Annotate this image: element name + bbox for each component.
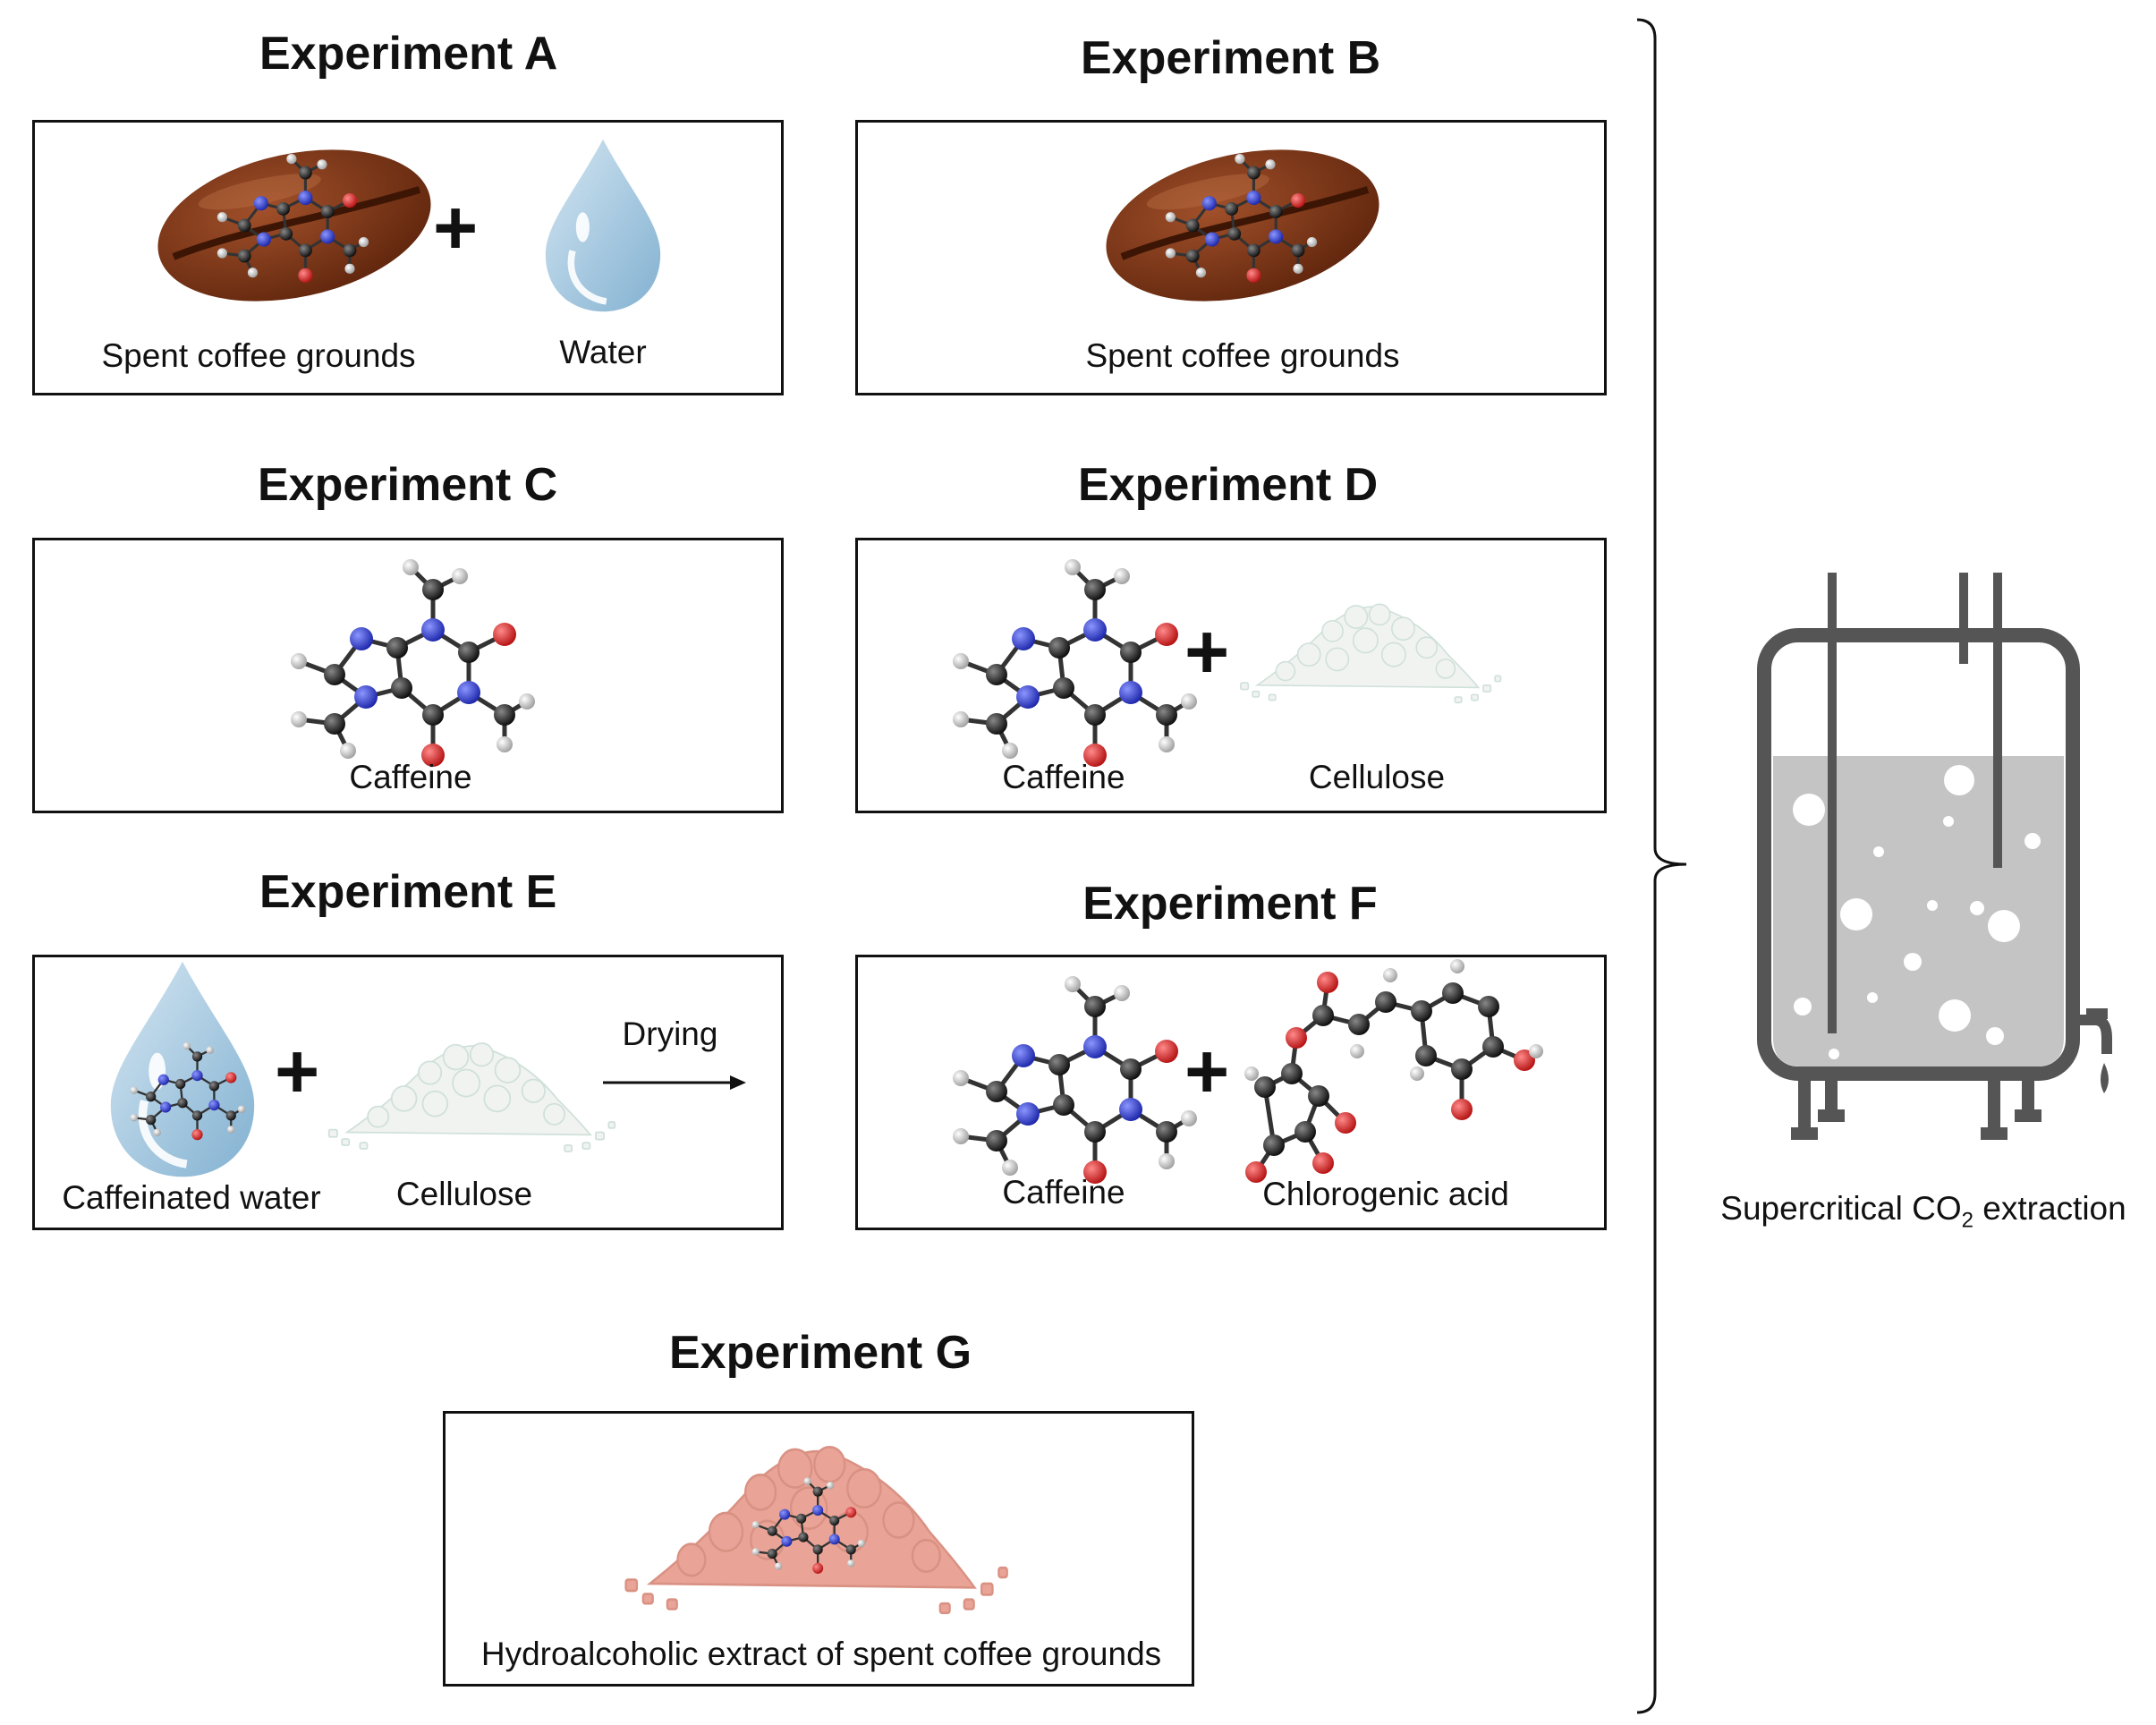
caffeine-label: Caffeine <box>1002 759 1125 795</box>
experiment-e-title: Experiment E <box>259 866 557 918</box>
plus-sign: + <box>433 185 479 271</box>
cellulose-label: Cellulose <box>1308 759 1446 795</box>
caffeine-molecule-icon <box>285 558 545 764</box>
arrow-icon <box>603 1075 746 1090</box>
experiment-b-panel: Spent coffee grounds <box>855 120 1607 395</box>
experiment-e-panel: + Drying Caffeinated water Cellulose <box>32 955 784 1230</box>
spent-coffee-grounds-label: Spent coffee grounds <box>101 337 416 374</box>
experiment-b-title: Experiment B <box>1081 32 1381 84</box>
extraction-label-sub: 2 <box>1961 1208 1974 1233</box>
caffeine-molecule-icon <box>947 975 1207 1181</box>
caffeine-molecule-icon <box>947 558 1207 764</box>
experiment-d-panel: + Caffeine Cellulose <box>855 538 1607 813</box>
caffeinated-water-label: Caffeinated water <box>62 1179 321 1216</box>
experiment-a-title: Experiment A <box>259 28 558 80</box>
coffee-bean-icon <box>1104 145 1381 306</box>
caffeinated-water-drop-icon <box>106 957 259 1181</box>
extraction-label-prefix: Supercritical CO <box>1720 1190 1962 1227</box>
extraction-vessel-icon <box>1757 573 2112 1140</box>
plus-sign: + <box>1184 609 1230 695</box>
extract-pile-icon <box>624 1445 1009 1615</box>
water-label: Water <box>559 334 647 370</box>
chlorogenic-acid-label: Chlorogenic acid <box>1262 1176 1509 1212</box>
hydroalcoholic-extract-label: Hydroalcoholic extract of spent coffee g… <box>480 1636 1162 1672</box>
bracket-icon <box>1636 18 1687 1714</box>
experiment-c-panel: Caffeine <box>32 538 784 813</box>
cellulose-pile-icon <box>1240 603 1502 704</box>
caffeine-label: Caffeine <box>349 759 472 795</box>
extraction-label: Supercritical CO2 extraction <box>1700 1190 2147 1233</box>
experiment-d-title: Experiment D <box>1078 459 1379 511</box>
water-drop-icon <box>545 136 661 315</box>
experiment-f-panel: + Caffeine Chlorogenic acid <box>855 955 1607 1230</box>
drying-label: Drying <box>622 1015 718 1052</box>
chlorogenic-acid-molecule-icon <box>1244 959 1543 1183</box>
experiment-c-title: Experiment C <box>258 459 558 511</box>
extraction-label-suffix: extraction <box>1974 1190 2126 1227</box>
caffeine-label: Caffeine <box>1002 1174 1125 1211</box>
spent-coffee-grounds-label: Spent coffee grounds <box>1085 337 1400 374</box>
experiment-g-title: Experiment G <box>669 1327 972 1379</box>
plus-sign: + <box>275 1029 320 1115</box>
cellulose-label: Cellulose <box>395 1176 533 1212</box>
experiment-a-panel: + Spent coffee grounds Water <box>32 120 784 395</box>
experiment-g-panel: Hydroalcoholic extract of spent coffee g… <box>443 1411 1194 1687</box>
plus-sign: + <box>1184 1029 1230 1115</box>
coffee-bean-icon <box>156 145 433 306</box>
cellulose-pile-icon <box>327 1042 616 1152</box>
experiment-f-title: Experiment F <box>1082 878 1378 930</box>
